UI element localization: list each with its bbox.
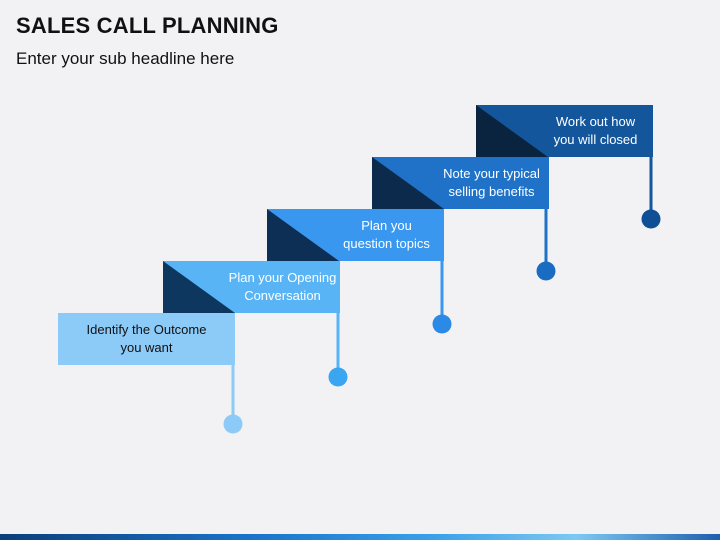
step-banner	[58, 313, 235, 365]
step-label: Identify the Outcome you want	[86, 322, 207, 355]
step-dot	[432, 314, 452, 334]
step-4	[372, 157, 556, 281]
step-3	[267, 209, 452, 334]
page-subtitle: Enter your sub headline here	[16, 49, 235, 68]
page-title: SALES CALL PLANNING	[16, 13, 279, 38]
step-pole	[544, 207, 548, 269]
step-2	[163, 261, 348, 387]
step-fold-shadow	[163, 261, 235, 313]
step-pole	[440, 259, 444, 322]
step-label: Plan your Opening Conversation	[228, 270, 337, 303]
step-label: Plan you question topics	[343, 218, 430, 251]
footer-bar	[0, 534, 720, 540]
step-pole	[231, 363, 235, 422]
step-label: Note your typical selling benefits	[443, 166, 540, 199]
step-1	[58, 313, 243, 434]
step-dot	[641, 209, 661, 229]
step-pole	[649, 155, 653, 217]
step-dot	[536, 261, 556, 281]
step-fold-shadow	[267, 209, 339, 261]
step-dot	[328, 367, 348, 387]
step-fold-shadow	[476, 105, 548, 157]
step-fold-shadow	[372, 157, 444, 209]
step-pole	[336, 311, 340, 375]
step-label: Work out how you will closed	[553, 114, 638, 147]
step-5	[476, 105, 661, 229]
step-dot	[223, 414, 243, 434]
